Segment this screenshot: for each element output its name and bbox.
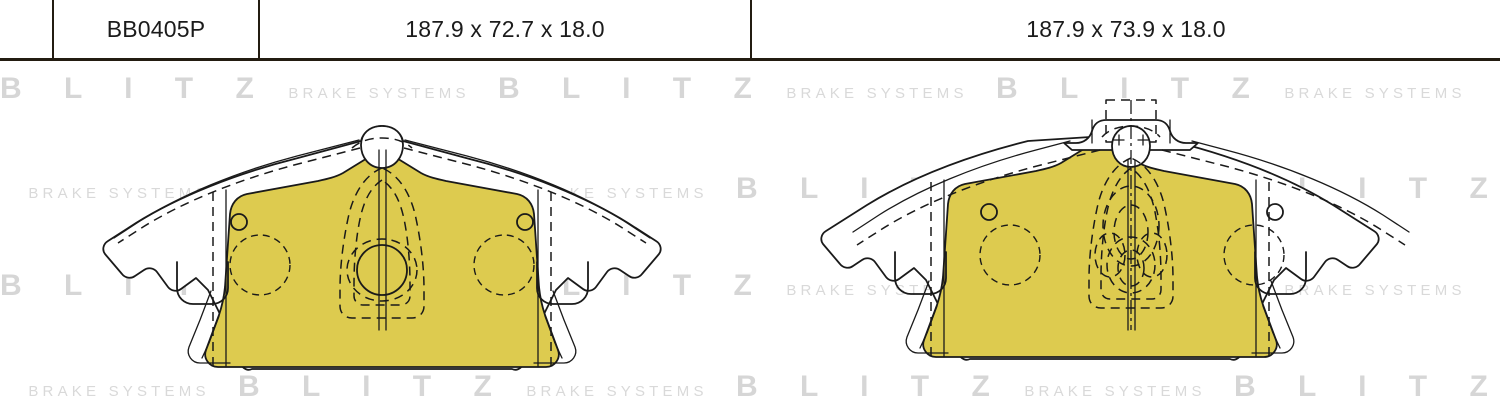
friction-material-right — [922, 141, 1278, 358]
pad-side-notch-left — [894, 251, 947, 295]
dimension-cell-right: 187.9 x 73.9 x 18.0 — [750, 0, 1500, 58]
pad-segment-lines-left — [212, 189, 552, 368]
pad-pin-hole-left — [230, 213, 534, 231]
pad-bore-inner-left — [229, 234, 535, 296]
dimension-cell-left: 187.9 x 72.7 x 18.0 — [258, 0, 750, 58]
pad-bottom-chamfer-right — [905, 280, 1295, 354]
pad-segment-lines-right — [930, 179, 1270, 358]
part-code-cell: BB0405P — [52, 0, 258, 58]
pad-bore-center-left — [356, 244, 408, 296]
pad-pin-hole-right — [980, 203, 1284, 221]
pad-side-notch-left — [176, 261, 229, 305]
pad-bottom-chamfer-left — [187, 290, 577, 364]
hidden-pocket-right — [1088, 157, 1174, 309]
brake-pad-left — [102, 125, 662, 371]
centerline-left — [378, 149, 387, 331]
brake-pad-right — [820, 99, 1410, 361]
hidden-pocket-left — [339, 167, 425, 319]
spec-header-table: BB0405P 187.9 x 72.7 x 18.0 187.9 x 73.9… — [0, 0, 1500, 61]
centerline-right — [1127, 100, 1136, 331]
friction-material-left — [204, 151, 560, 368]
pad-edge-dashes-right — [852, 140, 1410, 246]
pad-bore-inner-right — [979, 224, 1285, 286]
